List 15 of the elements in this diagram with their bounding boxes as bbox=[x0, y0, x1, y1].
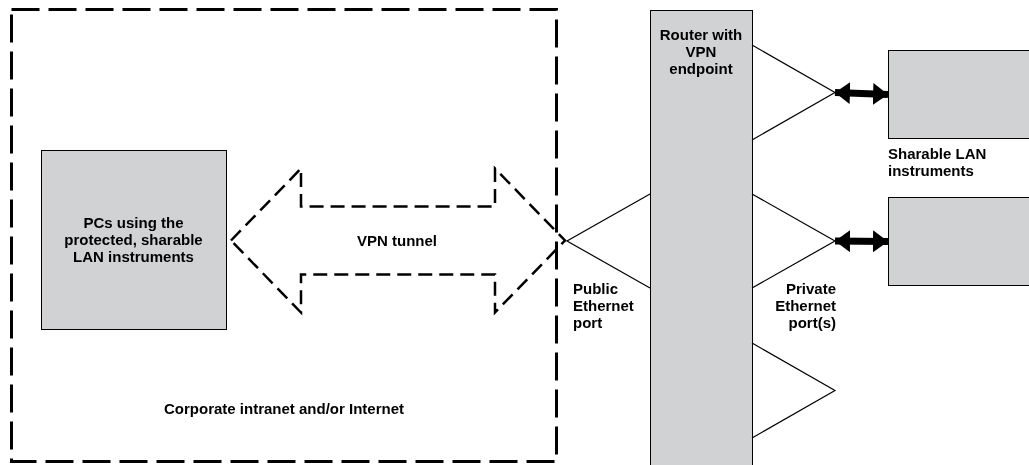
port-caption: Private Ethernet port(s) bbox=[774, 280, 836, 331]
double-arrow bbox=[834, 82, 889, 105]
box-label: PCs using the protected, sharable LAN instruments bbox=[63, 213, 204, 267]
edge-label: VPN tunnel bbox=[356, 231, 438, 249]
port-caption: Public Ethernet port bbox=[573, 280, 635, 331]
shaded-box bbox=[888, 50, 1029, 139]
double-arrow bbox=[834, 230, 889, 253]
router-label: Router with VPN endpoint bbox=[658, 26, 744, 77]
region-label: Corporate intranet and/or Internet bbox=[163, 400, 405, 417]
dashed-region bbox=[10, 8, 558, 463]
router-column bbox=[650, 10, 753, 465]
shaded-box bbox=[888, 197, 1029, 286]
shaded-box bbox=[41, 150, 227, 330]
block-arrow bbox=[229, 165, 567, 316]
box-caption: Sharable LAN instruments bbox=[888, 145, 988, 179]
